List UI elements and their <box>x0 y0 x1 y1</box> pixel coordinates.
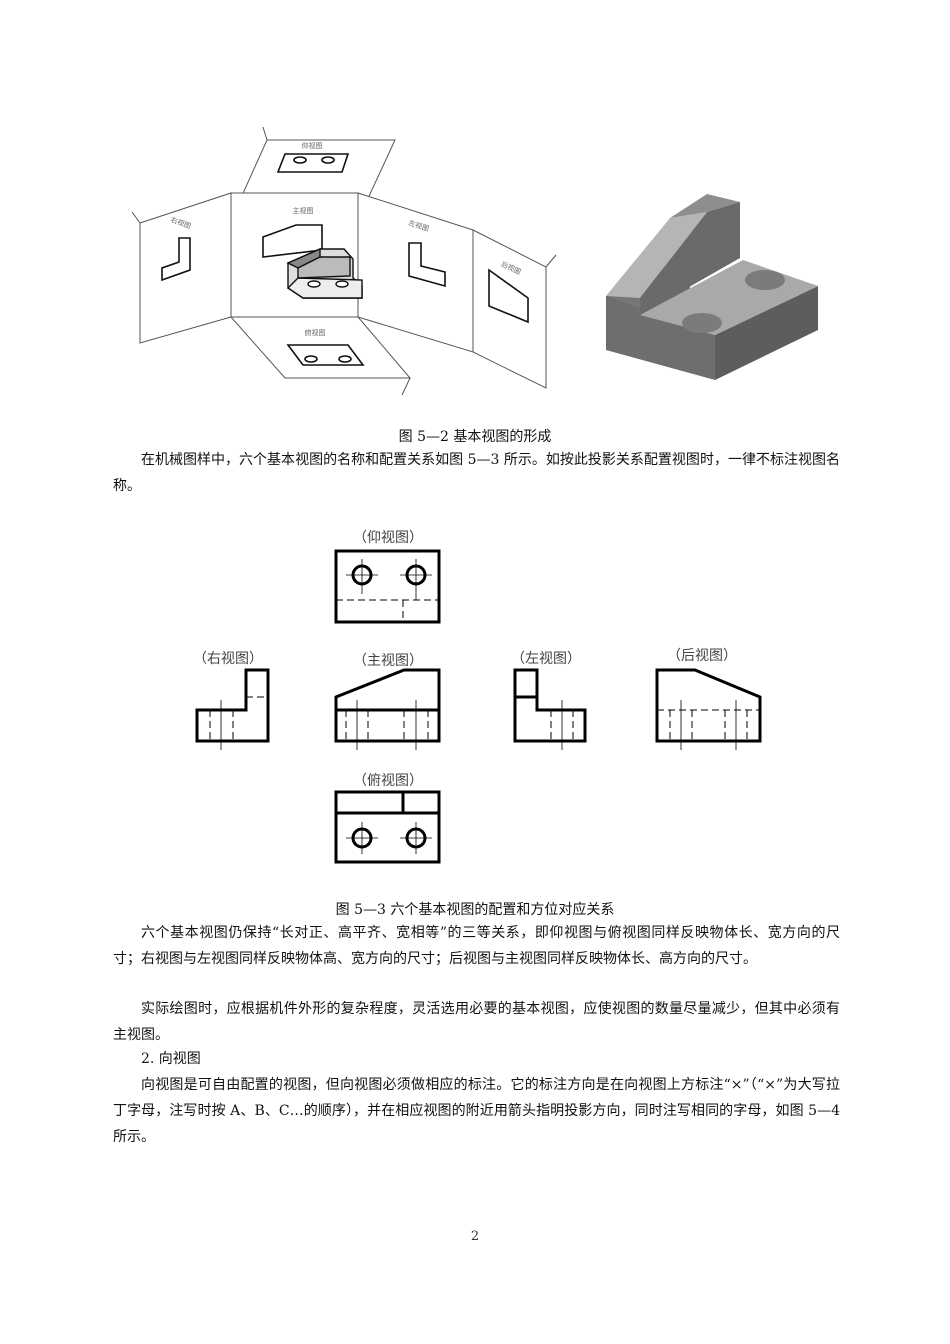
figure-5-2-projection-box: 仰视图 主视图 右视图 左视图 后视图 俯视图 <box>131 126 557 396</box>
page-number: 2 <box>470 1229 480 1244</box>
paragraph-1: 在机械图样中，六个基本视图的名称和配置关系如图 5—3 所示。如按此投影关系配置… <box>113 452 840 494</box>
label-front-view: （主视图） <box>353 653 423 669</box>
label-bottom-panel: 俯视图 <box>305 328 326 337</box>
paragraph-2: 六个基本视图仍保持“长对正、高平齐、宽相等”的三等关系，即仰视图与俯视图同样反映… <box>113 925 840 967</box>
label-top-down-view: （俯视图） <box>353 773 423 789</box>
figure-5-3-six-views <box>195 549 762 864</box>
isometric-part-rendering <box>606 194 818 380</box>
section-heading: 2. 向视图 <box>141 1051 201 1067</box>
label-rear-view: （后视图） <box>667 648 737 664</box>
paragraph-3: 实际绘图时，应根据机件外形的复杂程度，灵活选用必要的基本视图，应使视图的数量尽量… <box>113 1001 840 1043</box>
figure-5-2-caption: 图 5—2 基本视图的形成 <box>398 429 552 445</box>
label-top-panel: 仰视图 <box>302 141 323 150</box>
label-bottom-up-view: （仰视图） <box>353 530 423 546</box>
paragraph-4: 向视图是可自由配置的视图，但向视图必须做相应的标注。它的标注方向是在向视图上方标… <box>113 1077 840 1145</box>
figure-5-3-caption: 图 5—3 六个基本视图的配置和方位对应关系 <box>335 902 615 918</box>
label-right-view: （右视图） <box>193 651 263 667</box>
label-left-view: （左视图） <box>511 651 581 667</box>
label-front-panel: 主视图 <box>293 206 314 215</box>
